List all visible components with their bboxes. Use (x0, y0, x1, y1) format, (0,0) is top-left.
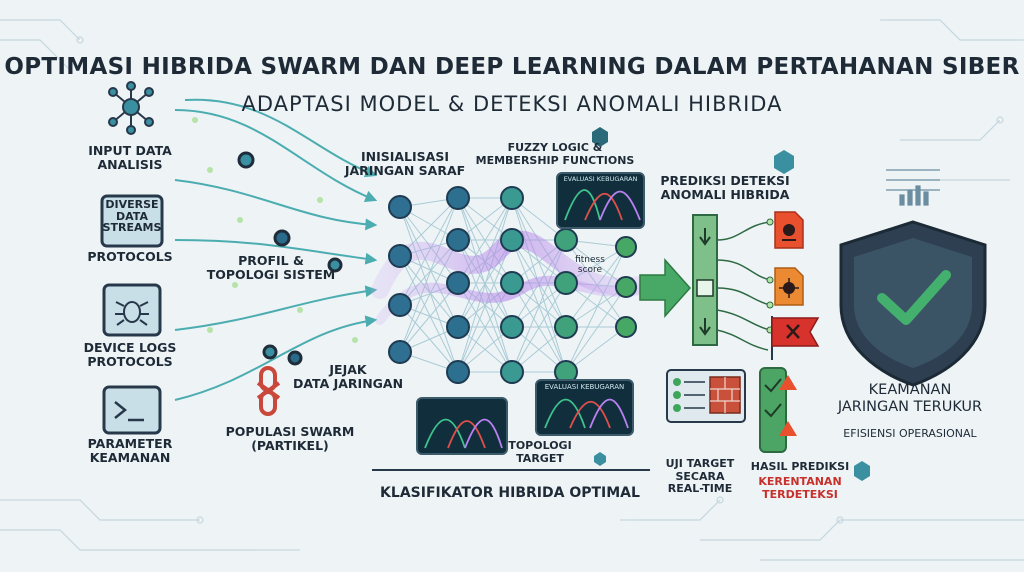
inisialisasi-label: INISIALISASI JARINGAN SARAF (344, 149, 466, 179)
hexagons (592, 127, 870, 481)
nn-node (446, 186, 470, 210)
parameter-keamanan-label: PARAMETER KEAMANAN (87, 436, 173, 466)
detection-dots (766, 218, 774, 334)
terminal-icon (102, 385, 162, 435)
jejak-data-label: JEJAK DATA JARINGAN (292, 362, 404, 392)
nn-node (500, 271, 524, 295)
virus-file-icon (774, 267, 804, 306)
firewall-icon (666, 369, 746, 423)
nn-node (446, 315, 470, 339)
nn-edge (457, 197, 513, 373)
chain-icon (256, 366, 281, 416)
fuzzy-chart-bottom-right (535, 379, 634, 436)
detection-lines (716, 221, 771, 351)
evaluasi-top-caption: EVALUASI KEBUGARAN (563, 175, 638, 183)
stream-box-icon (100, 194, 164, 248)
swarm-particles (237, 151, 343, 366)
device-logs-label: DEVICE LOGS PROTOCOLS (83, 340, 177, 370)
nn-node (554, 315, 578, 339)
nn-node (446, 228, 470, 252)
prediksi-deteksi-label: PREDIKSI DETEKSI ANOMALI HIBRIDA (660, 173, 790, 203)
nn-edge (399, 197, 459, 353)
nn-node (500, 228, 524, 252)
uji-target-label: UJI TARGET SECARA REAL-TIME (665, 457, 735, 496)
nn-node (554, 271, 578, 295)
nn-edge (457, 239, 513, 373)
efisiensi-label: EFISIENSI OPERASIONAL (843, 427, 977, 440)
nn-node (388, 195, 412, 219)
nn-node (388, 293, 412, 317)
nn-node (388, 244, 412, 268)
skull-file-icon (774, 211, 804, 249)
nn-edge (399, 206, 459, 328)
nn-edge (565, 286, 627, 373)
input-data-label: INPUT DATA ANALISIS (88, 143, 172, 173)
classifier-label: KLASIFIKATOR HIBRIDA OPTIMAL (380, 485, 640, 501)
nn-node (500, 360, 524, 384)
nn-edge (511, 282, 567, 373)
kerentanan-label: KERENTANAN TERDETEKSI (758, 475, 842, 501)
flag-x-icon (771, 316, 820, 360)
profil-topologi-label: PROFIL & TOPOLOGI SISTEM (206, 253, 336, 283)
hasil-prediksi-label: HASIL PREDIKSI (750, 460, 850, 473)
evaluasi-bottom-caption: EVALUASI KEBUGARAN (544, 383, 625, 391)
checklist-icon (759, 367, 797, 453)
nn-node (388, 340, 412, 364)
nn-edge (511, 197, 567, 328)
output-arrow (639, 258, 692, 318)
swarm-dots (192, 117, 358, 343)
fitness-score-label: fitness score (575, 255, 605, 276)
nn-node (554, 228, 578, 252)
bug-icon (102, 283, 162, 337)
nn-edge (399, 304, 459, 373)
nn-node (446, 271, 470, 295)
page-subtitle: ADAPTASI MODEL & DETEKSI ANOMALI HIBRIDA (241, 92, 783, 116)
keamanan-label: KEAMANAN JARINGAN TERUKUR (837, 382, 983, 415)
detection-filter (692, 214, 718, 346)
page-title: OPTIMASI HIBRIDA SWARM DAN DEEP LEARNING… (4, 54, 1020, 80)
nn-edge (399, 255, 459, 373)
diverse-streams-label: DIVERSE DATA STREAMS (102, 198, 162, 235)
nn-node (500, 186, 524, 210)
shield-check-icon (839, 220, 987, 387)
mini-bar-chart (886, 169, 940, 206)
fuzzy-chart-bottom-left (416, 397, 508, 455)
nn-node (615, 316, 637, 338)
circuit-traces (0, 19, 1024, 561)
nn-edge (565, 326, 627, 373)
nn-node (615, 236, 637, 258)
input-flow-curves (174, 98, 378, 401)
topologi-target-label: TOPOLOGI TARGET (508, 439, 572, 465)
network-icon (108, 81, 154, 135)
nn-node (446, 360, 470, 384)
populasi-swarm-label: POPULASI SWARM (PARTIKEL) (225, 424, 355, 454)
fuzzy-logic-label: FUZZY LOGIC & MEMBERSHIP FUNCTIONS (475, 141, 635, 167)
glow-band (371, 230, 649, 299)
nn-edge (565, 246, 627, 373)
fuzzy-chart-top (556, 172, 645, 229)
nn-node (615, 276, 637, 298)
nn-node (500, 315, 524, 339)
protocols-label: PROTOCOLS (87, 249, 173, 264)
